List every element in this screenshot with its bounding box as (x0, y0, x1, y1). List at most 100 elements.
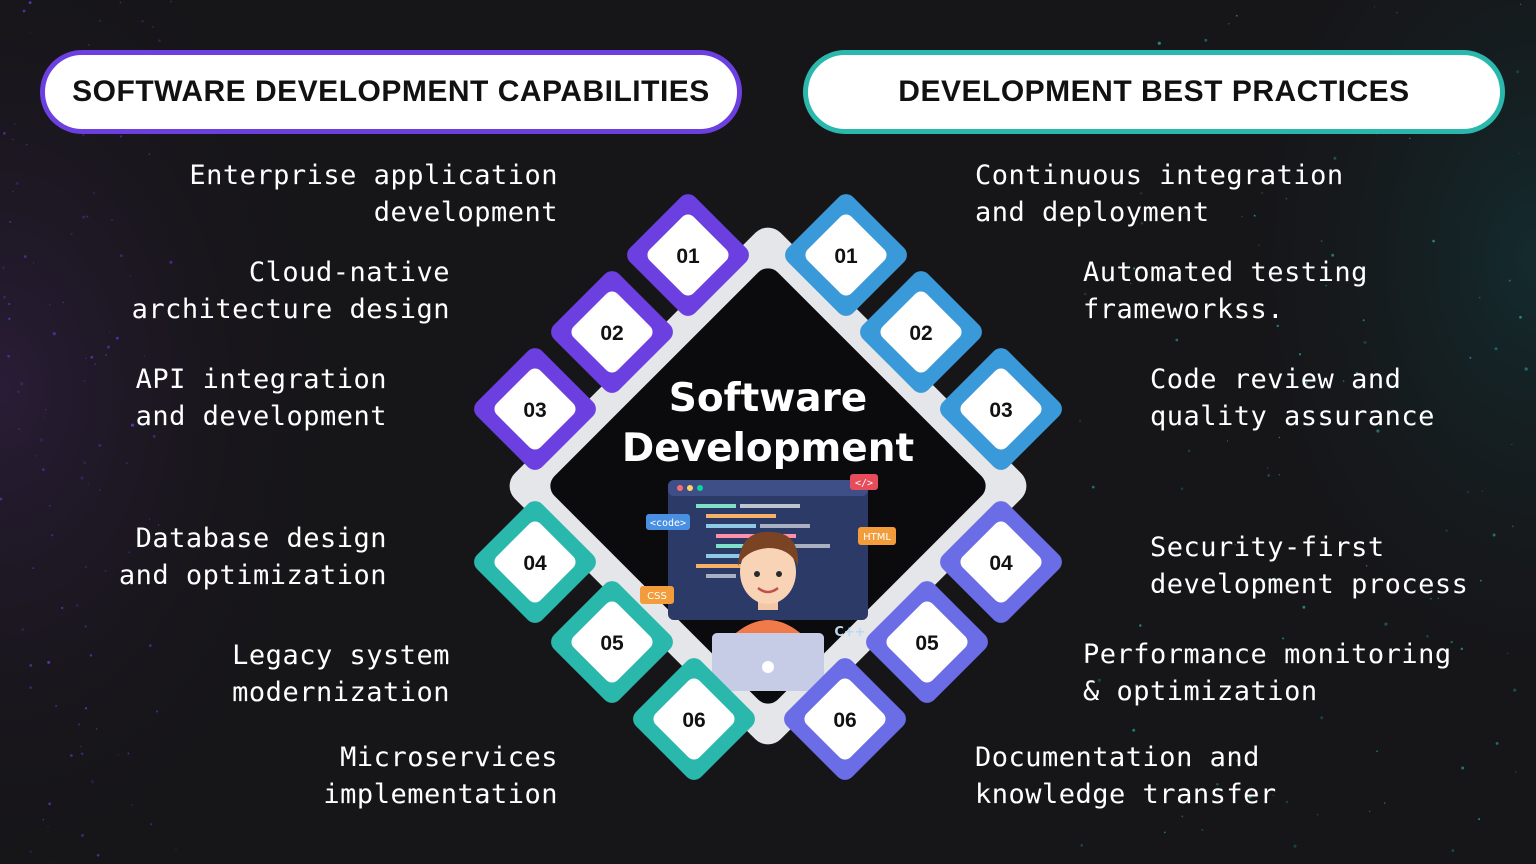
code-tag: <code> (646, 514, 690, 530)
closing-tag: </> (850, 474, 878, 490)
particle (82, 215, 86, 219)
capability-item-1: Enterprise application development (189, 160, 558, 228)
particle (119, 135, 123, 138)
particle (8, 317, 11, 320)
particle (1514, 771, 1517, 773)
particle (1163, 831, 1166, 834)
particle (55, 704, 58, 707)
particle (84, 565, 87, 569)
particle (1325, 284, 1327, 287)
particle (1201, 828, 1204, 831)
capability-item-5: Legacy system modernization (232, 640, 450, 708)
particle (1079, 419, 1082, 422)
particle (1469, 356, 1472, 359)
particle (1134, 683, 1138, 687)
particle (107, 345, 110, 349)
tile-number: 01 (676, 245, 700, 268)
particle (1511, 525, 1514, 528)
tile-face (960, 368, 1042, 450)
particle (1342, 380, 1345, 382)
particle (1140, 221, 1144, 225)
particle (1241, 215, 1243, 218)
developer-avatar (712, 531, 824, 691)
particle (98, 443, 102, 447)
particle (87, 483, 90, 486)
particle (119, 254, 123, 258)
particle (1430, 597, 1432, 600)
capability-tile-1: 01 (627, 194, 749, 316)
particle (84, 625, 87, 628)
particle (48, 802, 51, 806)
particle (1187, 449, 1191, 453)
particle (1355, 371, 1359, 374)
particle (83, 461, 87, 465)
particle (1236, 759, 1239, 763)
particle (25, 143, 28, 146)
particle (47, 825, 49, 828)
particle (115, 336, 119, 340)
particle (1524, 367, 1528, 371)
particle (1362, 319, 1365, 322)
particle (1494, 347, 1498, 351)
particle (1235, 14, 1238, 17)
particle (41, 468, 45, 471)
particle (1157, 41, 1161, 45)
particle (1445, 529, 1448, 532)
practice-item-6: Documentation and knowledge transfer (975, 742, 1277, 810)
particle (1282, 637, 1285, 640)
practice-item-1: Continuous integration and deployment (975, 160, 1344, 228)
tile-face (571, 601, 653, 683)
particle (1451, 849, 1455, 853)
particle (1181, 815, 1184, 818)
particle (1450, 640, 1453, 644)
particle (150, 823, 153, 826)
particle (75, 604, 79, 607)
particle (51, 534, 54, 537)
particle (44, 408, 47, 411)
particle (148, 644, 152, 647)
particle (12, 138, 14, 141)
particle (129, 275, 132, 278)
particle (128, 551, 130, 554)
particle (141, 20, 144, 23)
particle (48, 303, 51, 306)
particle (1179, 301, 1182, 304)
particle (1272, 794, 1275, 797)
particle (175, 849, 177, 851)
particle (9, 220, 12, 224)
particle (1248, 795, 1252, 799)
particle (90, 780, 95, 784)
capability-tile-5: 05 (551, 581, 673, 703)
particle (1432, 239, 1435, 243)
particle (89, 654, 93, 657)
practice-tile-4: 04 (940, 501, 1062, 623)
particle (77, 723, 81, 726)
particle (1383, 802, 1386, 804)
particle (1278, 474, 1281, 476)
particle (22, 9, 26, 13)
particle (170, 0, 172, 3)
capability-tile-2: 02 (551, 271, 673, 393)
particle (1278, 436, 1281, 439)
practice-item-4: Security-first development process (1150, 532, 1469, 600)
particle (48, 505, 51, 507)
tile-number: 02 (600, 322, 623, 345)
particle (130, 423, 135, 427)
particle (70, 754, 73, 757)
practice-item-3: Code review and quality assurance (1150, 364, 1435, 432)
particle (117, 754, 120, 756)
particle (1481, 490, 1484, 492)
particle (1373, 6, 1376, 8)
tile-number: 05 (600, 632, 624, 655)
tile-number: 04 (523, 552, 547, 575)
particle (127, 581, 129, 583)
particle (1376, 750, 1378, 753)
particle (1437, 597, 1439, 600)
particle (2, 266, 5, 269)
particle (1302, 605, 1306, 609)
tile-number: 03 (523, 399, 546, 422)
particle (152, 434, 156, 438)
practice-tile-2: 02 (860, 271, 982, 393)
particle (1129, 282, 1132, 285)
